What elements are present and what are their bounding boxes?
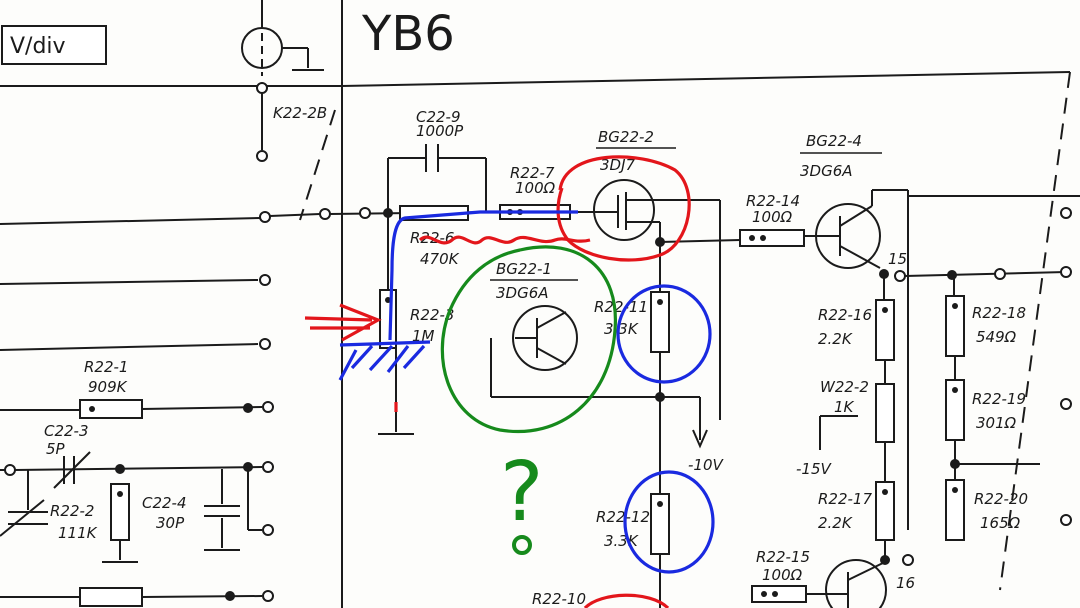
label-r22-2-val: 111K bbox=[58, 524, 98, 542]
label-r22-11-val: 3.3K bbox=[604, 320, 639, 338]
label-r22-17: R22-17 bbox=[818, 490, 872, 508]
transistor-bg22-1 bbox=[512, 305, 578, 371]
blue-circle-r22-12 bbox=[623, 470, 715, 574]
fet-bg22-2 bbox=[593, 179, 655, 241]
label-r22-10: R22-10 bbox=[532, 590, 586, 608]
label-r22-1: R22-1 bbox=[84, 358, 128, 376]
red-circle-annotation bbox=[556, 155, 691, 262]
label-minus15v: -15V bbox=[796, 460, 832, 478]
label-r22-16-val: 2.2K bbox=[818, 330, 853, 348]
label-k22-2b: K22-2B bbox=[273, 104, 327, 122]
label-r22-20-val: 165Ω bbox=[980, 514, 1021, 532]
green-circle-annotation bbox=[440, 245, 617, 433]
label-r22-18: R22-18 bbox=[972, 304, 1026, 322]
label-bg22-1: BG22-1 bbox=[496, 260, 552, 278]
label-bg22-2: BG22-2 bbox=[598, 128, 654, 146]
label-r22-20: R22-20 bbox=[974, 490, 1028, 508]
label-r22-17-val: 2.2K bbox=[818, 514, 853, 532]
label-r22-19-val: 301Ω bbox=[976, 414, 1017, 432]
red-circle-partial bbox=[583, 593, 670, 608]
label-r22-18-val: 549Ω bbox=[976, 328, 1017, 346]
label-r22-15: R22-15 bbox=[756, 548, 810, 566]
label-r22-14: R22-14 bbox=[746, 192, 800, 210]
green-question-annotation: ? bbox=[500, 445, 544, 540]
label-node-15: 15 bbox=[888, 250, 907, 268]
label-bg22-4-type: 3DG6A bbox=[800, 162, 853, 180]
blue-hatch-annotation bbox=[338, 340, 431, 381]
red-wavy-annotation bbox=[418, 235, 591, 245]
resistor-r22-12 bbox=[650, 493, 670, 555]
label-bg22-4: BG22-4 bbox=[806, 132, 862, 150]
label-c22-9-val: 1000P bbox=[416, 122, 464, 140]
label-r22-7: R22-7 bbox=[510, 164, 555, 182]
resistor-r22-14 bbox=[739, 229, 805, 247]
frame-dashed-left bbox=[299, 109, 336, 221]
resistor-r22-20 bbox=[945, 479, 965, 541]
vdiv-label: V/div bbox=[10, 34, 66, 59]
frame-line-top bbox=[341, 71, 1071, 87]
label-c22-4: C22-4 bbox=[142, 494, 187, 512]
red-arrow-annotation bbox=[304, 303, 382, 342]
label-r22-15-val: 100Ω bbox=[762, 566, 803, 584]
potentiometer-w22-2 bbox=[875, 383, 895, 443]
label-bg22-2-type: 3DJ7 bbox=[600, 156, 636, 174]
frame-dashed-right bbox=[999, 71, 1071, 591]
label-r22-12-val: 3.3K bbox=[604, 532, 639, 550]
label-r22-3: R22-3 bbox=[410, 306, 454, 324]
label-c22-9: C22-9 bbox=[416, 108, 461, 126]
label-c22-4-val: 30P bbox=[156, 514, 185, 532]
label-minus10v: -10V bbox=[688, 456, 724, 474]
blue-line-annotation bbox=[388, 210, 578, 341]
label-r22-19: R22-19 bbox=[972, 390, 1026, 408]
label-r22-14-val: 100Ω bbox=[752, 208, 793, 226]
label-r22-2: R22-2 bbox=[50, 502, 94, 520]
label-r22-11: R22-11 bbox=[594, 298, 648, 316]
schematic-title: YB6 bbox=[361, 6, 455, 62]
label-r22-16: R22-16 bbox=[818, 306, 872, 324]
label-r22-1-val: 909K bbox=[88, 378, 128, 396]
label-bg22-1-type: 3DG6A bbox=[496, 284, 549, 302]
resistor-r22-15 bbox=[751, 585, 807, 603]
vdiv-box bbox=[1, 25, 107, 65]
label-c22-3-val: 5P bbox=[46, 440, 66, 458]
label-w22-2-val: 1K bbox=[834, 398, 855, 416]
label-w22-2: W22-2 bbox=[820, 378, 869, 396]
label-c22-3: C22-3 bbox=[44, 422, 89, 440]
label-node-16: 16 bbox=[896, 574, 915, 592]
blue-circle-r22-11 bbox=[616, 284, 712, 384]
label-r22-7-val: 100Ω bbox=[515, 179, 556, 197]
transistor-output bbox=[825, 559, 887, 608]
label-r22-12: R22-12 bbox=[596, 508, 650, 526]
label-r22-6-val: 470K bbox=[420, 250, 460, 268]
